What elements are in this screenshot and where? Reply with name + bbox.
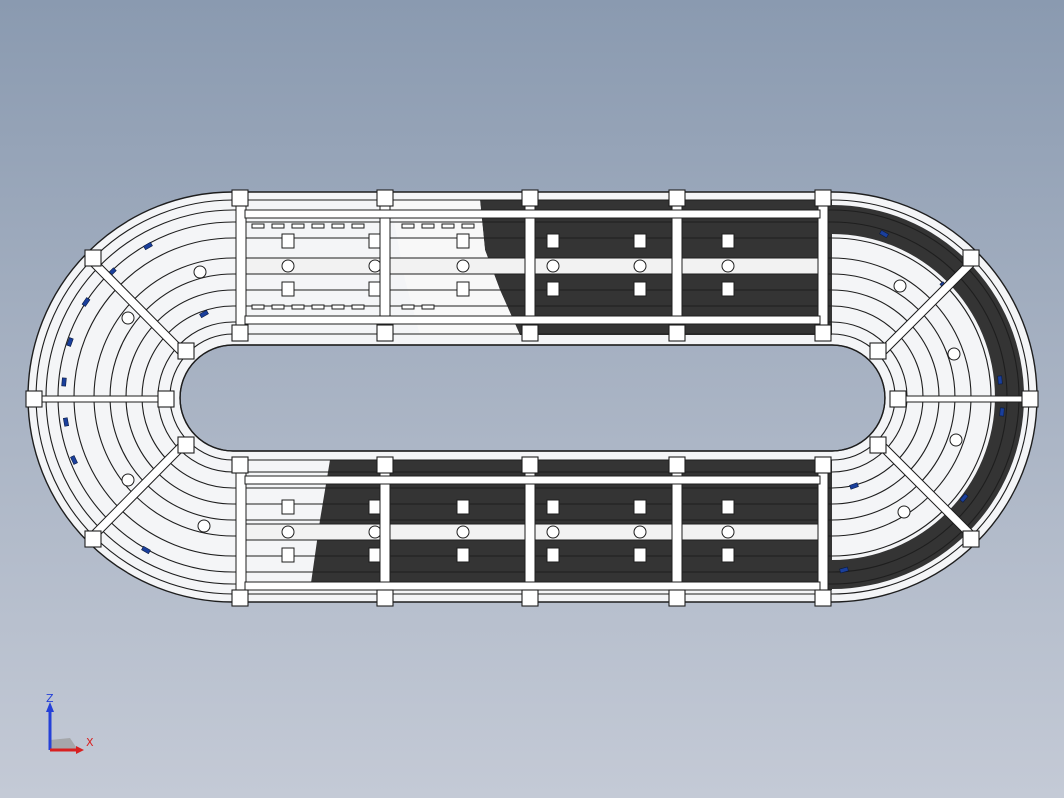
z-axis-arrow xyxy=(46,702,54,712)
triad-plane xyxy=(50,738,78,750)
inner-opening xyxy=(179,344,886,452)
x-axis-label: X xyxy=(86,736,94,749)
chain-rollers xyxy=(121,259,963,539)
x-axis-arrow xyxy=(76,746,84,754)
slot-marks xyxy=(251,223,475,310)
joint-blocks xyxy=(25,189,1039,607)
z-axis-label: Z xyxy=(46,694,54,705)
cross-beams xyxy=(235,199,829,595)
rails xyxy=(35,199,1030,595)
belt-dark-right-arc xyxy=(832,205,1024,589)
curve-spokes xyxy=(33,257,1031,541)
axis-triad: Z X xyxy=(46,694,94,754)
